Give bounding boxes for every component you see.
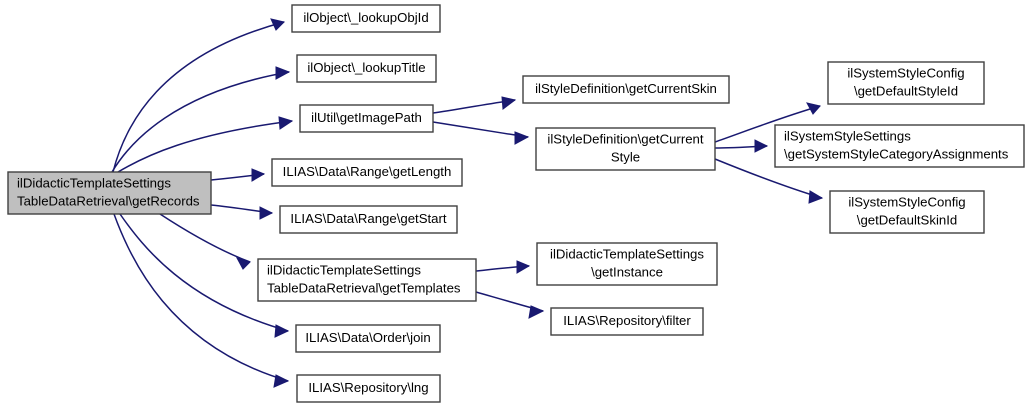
node-ilstyledefinition-getcurrentskin-label-line-1: ilStyleDefinition\getCurrentSkin [535,81,717,96]
node-ildidactictemplatesettings-getinstance-label-line-1: ilDidacticTemplateSettings [550,246,704,261]
node-ilobject-lookuptitle-label-line-1: ilObject\_lookupTitle [307,60,425,75]
node-ilias-repository-filter-label-line-1: ILIAS\Repository\filter [563,313,691,328]
node-ilsystemstyleconfig-getdefaultstyleid-label-line-2: \getDefaultStyleId [854,83,958,98]
arrowhead-icon-getInstance [516,260,531,274]
node-ilutil-getimagepath[interactable]: ilUtil\getImagePath [299,104,434,133]
node-ilias-data-range-getstart-label-line-1: ILIAS\Data\Range\getStart [290,211,446,226]
root-node-box[interactable] [7,171,212,215]
node-ilstyledefinition-getcurrentskin-box[interactable] [522,75,730,104]
node-ilsystemstyleconfig-getdefaultstyleid-label-line-1: ilSystemStyleConfig [847,65,964,80]
node-ilias-data-order-join-label-line-1: ILIAS\Data\Order\join [305,330,430,345]
node-ilsystemstylesettings-getsystemstylecategoryassignments-box[interactable] [774,124,1025,168]
node-ilutil-getimagepath-box[interactable] [299,104,434,133]
node-ilsystemstylesettings-getsystemstylecategoryassignments-label-line-1: ilSystemStyleSettings [784,128,911,143]
arrowhead-icon-orderJoin [274,324,290,338]
node-ilobject-lookupobjid-box[interactable] [291,4,441,33]
node-ilstyledefinition-getcurrentskin[interactable]: ilStyleDefinition\getCurrentSkin [522,75,730,104]
node-ilias-repository-lng-box[interactable] [296,374,441,403]
node-ildidactictemplatesettings-getinstance[interactable]: ilDidacticTemplateSettings \getInstance [536,242,718,286]
node-ilsystemstyleconfig-getdefaultskinid-box[interactable] [829,190,985,234]
edge-getCurrentStyle-to-getDefaultStyleId [714,105,821,143]
edge-root-to-repoLng [113,213,289,382]
node-ilias-data-order-join-box[interactable] [295,324,441,353]
node-ilias-repository-lng-label-line-1: ILIAS\Repository\lng [308,380,428,395]
arrowhead-icon-getTemplates [235,257,251,270]
node-ilsystemstyleconfig-getdefaultstyleid-box[interactable] [827,61,985,105]
node-ilsystemstyleconfig-getdefaultstyleid[interactable]: ilSystemStyleConfig \getDefaultStyleId [827,61,985,105]
edge-root-to-orderJoin [119,213,289,332]
node-ilias-repository-filter[interactable]: ILIAS\Repository\filter [550,307,704,336]
node-ilutil-getimagepath-label-line-1: ilUtil\getImagePath [311,110,422,125]
arrowhead-icon-repoLng [273,374,290,388]
root-node[interactable]: ilDidacticTemplateSettingsTableDataRetri… [7,171,212,215]
arrowhead-icon-getCurrentSkin [501,96,517,110]
node-ilias-data-range-getlength-label-line-1: ILIAS\Data\Range\getLength [283,164,452,179]
node-ilsystemstyleconfig-getdefaultskinid[interactable]: ilSystemStyleConfig \getDefaultSkinId [829,190,985,234]
arrowhead-icon-lookupTitle [275,66,291,80]
node-ilobject-lookupobjid-label-line-1: ilObject\_lookupObjId [303,10,428,25]
arrowhead-icon-getDefaultStyleId [806,102,821,115]
node-ilobject-lookupobjid[interactable]: ilObject\_lookupObjId [291,4,441,33]
node-ilstyledefinition-getcurrentstyle-box[interactable] [535,127,716,171]
node-getTemplates-box[interactable] [257,258,477,302]
node-ilias-repository-filter-box[interactable] [550,307,704,336]
arrowheads-layer [235,18,824,388]
edge-root-to-getTemplates [159,213,251,263]
arrowhead-icon-getImagePath [278,116,294,130]
node-ilsystemstylesettings-getsystemstylecategoryassignments-label-line-2: \getSystemStyleCategoryAssignments [784,146,1009,161]
node-ilias-repository-lng[interactable]: ILIAS\Repository\lng [296,374,441,403]
root-node-label-line-1: ilDidacticTemplateSettings [17,175,171,190]
node-ilobject-lookuptitle[interactable]: ilObject\_lookupTitle [296,54,437,83]
edge-root-to-lookupObjId [112,21,285,173]
nodes-layer: ilDidacticTemplateSettingsTableDataRetri… [7,4,1025,403]
node-ilsystemstylesettings-getsystemstylecategoryassignments[interactable]: ilSystemStyleSettings \getSystemStyleCate… [774,124,1025,168]
arrowhead-icon-getStart [259,206,274,220]
node-ilsystemstyleconfig-getdefaultskinid-label-line-1: ilSystemStyleConfig [848,194,965,209]
node-ilsystemstyleconfig-getdefaultskinid-label-line-2: \getDefaultSkinId [857,212,957,227]
arrowhead-icon-repoFilter [528,305,545,319]
arrowhead-icon-getDefaultSkinId [808,190,824,204]
node-getTemplates[interactable]: ilDidacticTemplateSettingsTableDataRetri… [257,258,477,302]
arrowhead-icon-lookupObjId [270,18,285,31]
arrowhead-icon-getCurrentStyle [514,131,530,145]
node-ildidactictemplatesettings-getinstance-box[interactable] [536,242,718,286]
node-ilstyledefinition-getcurrentstyle-label-line-1: ilStyleDefinition\getCurrent [547,131,703,146]
node-ildidactictemplatesettings-getinstance-label-line-2: \getInstance [591,264,663,279]
node-ilias-data-range-getstart[interactable]: ILIAS\Data\Range\getStart [279,205,458,234]
edge-root-to-getImagePath [117,120,293,173]
node-ilias-data-range-getlength-box[interactable] [271,158,463,187]
node-getTemplates-label-line-1: ilDidacticTemplateSettings [267,262,421,277]
root-node-label-line-2: TableDataRetrieval\getRecords [17,193,200,208]
arrowhead-icon-getSystemStyleCategoryAssignments [754,139,769,153]
node-ilias-data-range-getstart-box[interactable] [279,205,458,234]
edge-getImagePath-to-getCurrentStyle [432,121,529,138]
node-ilias-data-range-getlength[interactable]: ILIAS\Data\Range\getLength [271,158,463,187]
node-getTemplates-label-line-2: TableDataRetrieval\getTemplates [267,280,461,295]
node-ilias-data-order-join[interactable]: ILIAS\Data\Order\join [295,324,441,353]
arrowhead-icon-getLength [251,168,266,182]
node-ilstyledefinition-getcurrentstyle-label-line-2: Style [611,149,640,164]
edge-root-to-lookupTitle [111,71,290,173]
node-ilobject-lookuptitle-box[interactable] [296,54,437,83]
